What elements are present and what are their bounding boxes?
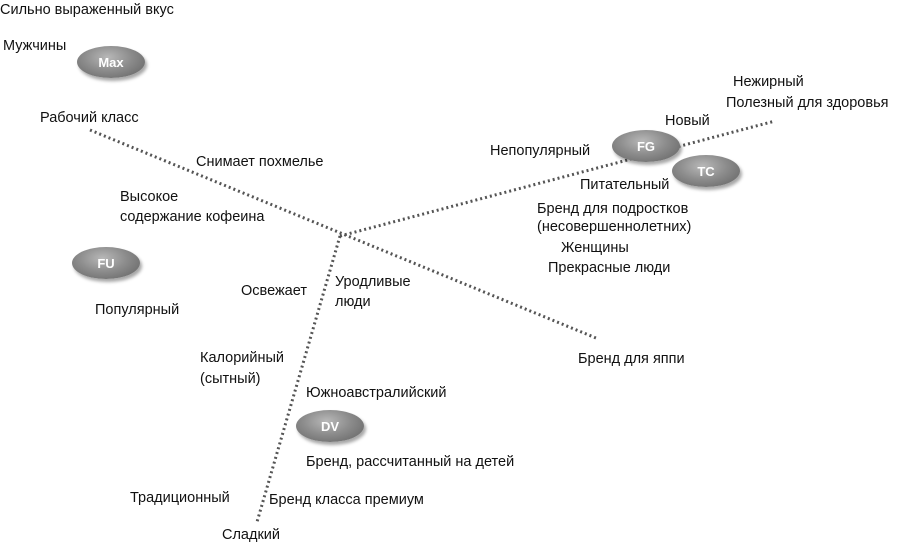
label-working-class: Рабочий класс [40,110,139,126]
label-high-caffeine-line1: Высокое [120,189,179,205]
label-healthy: Полезный для здоровья [726,95,889,111]
brand-fu: FU [72,247,140,279]
axis-sweet-vertical [255,235,342,523]
label-yuppie-brand: Бренд для яппи [578,351,685,367]
label-new: Новый [665,113,710,129]
label-strong-taste: Сильно выраженный вкус [0,2,174,18]
label-nutritious: Питательный [580,177,670,193]
label-traditional: Традиционный [130,490,230,506]
label-high-caffeine-line2: содержание кофеина [120,209,265,225]
label-ugly-people-line1: Уродливые [335,274,411,290]
label-unpopular: Непопулярный [490,143,591,159]
label-beautiful-people: Прекрасные люди [548,260,671,276]
brand-max: Max [77,46,145,78]
axis-strong-vs-yuppie [89,128,597,340]
label-teen-brand-line1: Бренд для подростков [537,201,689,217]
label-nonfat: Нежирный [733,74,804,90]
label-popular: Популярный [95,302,180,318]
label-refreshes: Освежает [241,283,307,299]
brand-tc: TC [672,155,740,187]
label-premium-brand: Бренд класса премиум [269,492,424,508]
label-women: Женщины [561,240,629,256]
label-sweet: Сладкий [222,527,280,543]
label-caloric-line1: Калорийный [200,350,284,366]
brand-dv: DV [296,410,364,442]
label-teen-brand-line2: (несовершеннолетних) [537,219,692,235]
label-kids-brand: Бренд, рассчитанный на детей [306,454,515,470]
brand-fg: FG [612,130,680,162]
label-ugly-people-line2: люди [335,294,371,310]
label-south-australian: Южноавстралийский [306,385,447,401]
label-men: Мужчины [3,38,67,54]
label-caloric-line2: (сытный) [200,371,261,387]
label-hangover: Снимает похмелье [196,154,324,170]
